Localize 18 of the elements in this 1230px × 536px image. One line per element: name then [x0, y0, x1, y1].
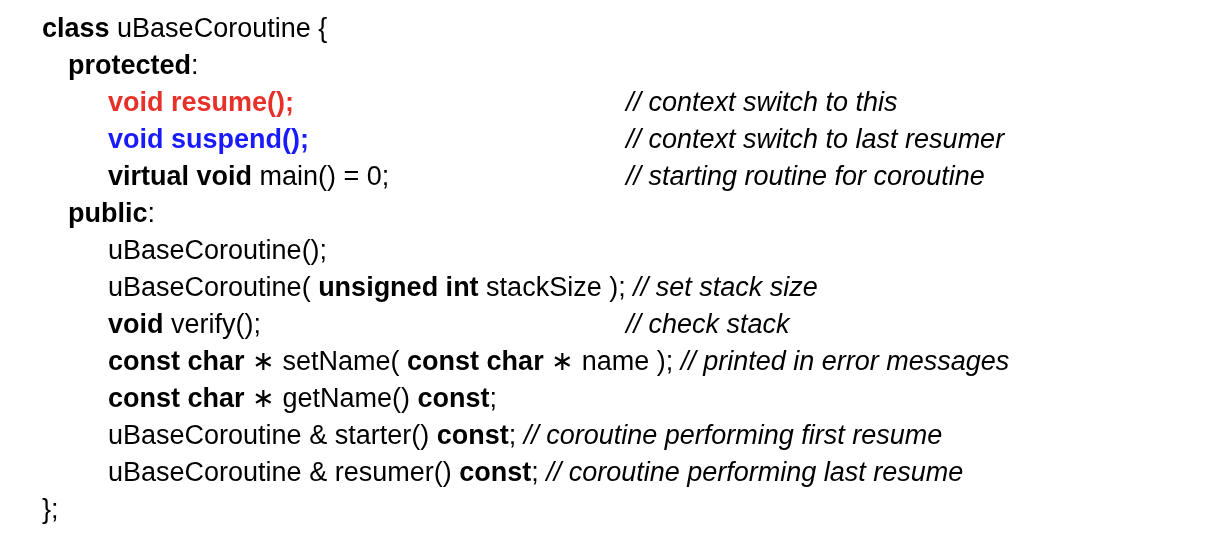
code-line: virtual void main() = 0;	[108, 160, 390, 192]
code-line: uBaseCoroutine();	[108, 234, 328, 266]
code-line: class uBaseCoroutine {	[42, 12, 328, 44]
code-comment: // context switch to last resumer	[626, 123, 1005, 155]
code-comment: // starting routine for coroutine	[626, 160, 985, 192]
code-line: const char ∗ setName( const char ∗ name ); // printed in error messages	[108, 345, 1010, 377]
code-comment: // context switch to this	[626, 86, 898, 118]
code-line: void resume();	[108, 86, 295, 118]
code-comment: // check stack	[626, 308, 790, 340]
code-line: protected:	[68, 49, 199, 81]
code-line: };	[42, 493, 59, 525]
code-line: uBaseCoroutine & starter() const; // coroutine performing first resume	[108, 419, 943, 451]
code-line: public:	[68, 197, 155, 229]
code-line: void verify();	[108, 308, 261, 340]
code-line: void suspend();	[108, 123, 309, 155]
code-line: uBaseCoroutine & resumer() const; // coroutine performing last resume	[108, 456, 964, 488]
code-line: const char ∗ getName() const;	[108, 382, 498, 414]
code-line: uBaseCoroutine( unsigned int stackSize ); // set stack size	[108, 271, 818, 303]
